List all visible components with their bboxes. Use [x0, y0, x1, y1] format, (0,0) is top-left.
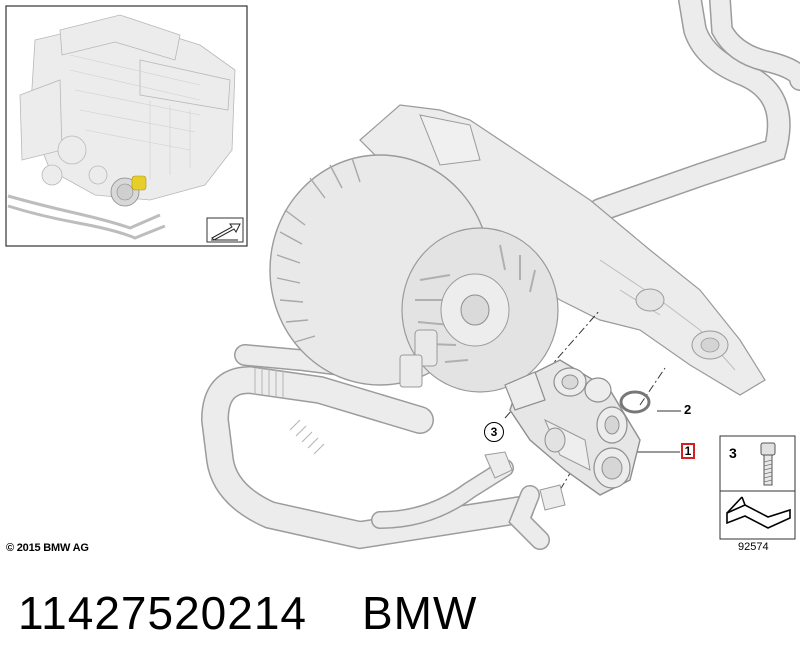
part-number: 11427520214	[18, 587, 307, 639]
coolant-pipes-upper	[588, 0, 800, 222]
callout-3: 3	[484, 422, 504, 442]
bolt-head	[760, 442, 776, 456]
hose-connector	[484, 451, 566, 511]
assembly-line-2	[639, 367, 666, 406]
alternator	[269, 104, 766, 396]
bolt-key	[719, 435, 796, 540]
seal-ring	[619, 390, 651, 414]
thermostat-housing	[504, 359, 641, 496]
engine-overview-inset	[5, 5, 248, 247]
callout-2: 2	[684, 402, 692, 417]
coolant-hoses-lower	[200, 344, 550, 550]
copyright-text: © 2015 BMW AG	[6, 542, 89, 554]
diagram-reference: 92574	[738, 541, 769, 553]
key-item-3: 3	[729, 445, 737, 461]
callout-1: 1	[681, 443, 695, 459]
plate-icon	[726, 504, 791, 529]
brand-name: BMW	[362, 587, 478, 639]
highlight-marker	[131, 175, 147, 191]
arrow-icon	[211, 223, 241, 241]
